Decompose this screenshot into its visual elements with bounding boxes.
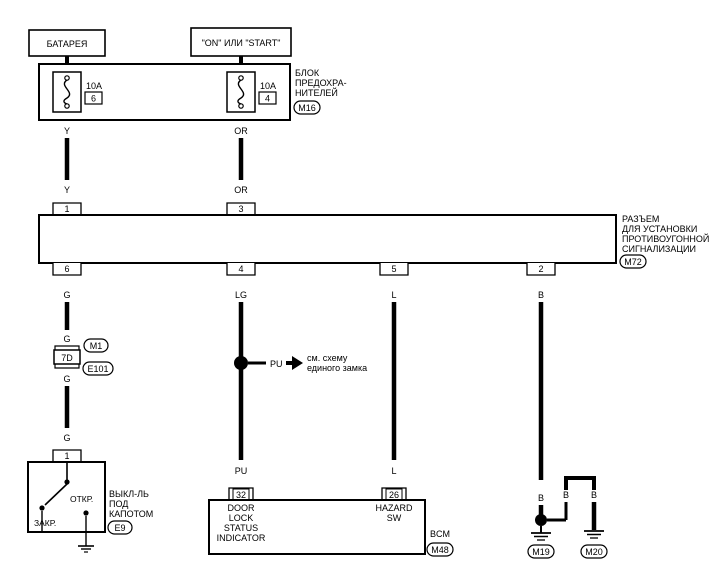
ground-icon (78, 532, 94, 553)
svg-text:M20: M20 (585, 547, 603, 557)
switch-closed-label: ЗАКР. (34, 518, 56, 528)
bcm-module: 32 26 DOOR LOCK STATUS INDICATOR HAZARD … (208, 487, 426, 555)
wire-color-label: Y (64, 126, 70, 136)
pin-label: 6 (64, 264, 69, 274)
fuse-4-number: 4 (265, 94, 270, 104)
alarm-connector-label-3: ПРОТИВОУГОННОЙ (622, 233, 709, 244)
ground-jumper-wire (564, 476, 596, 490)
svg-text:M16: M16 (298, 103, 316, 113)
fuse-block: 10A 6 10A 4 (38, 63, 291, 121)
arrow-right-icon (286, 356, 303, 370)
pin-label: 1 (64, 451, 69, 461)
ground-icon (531, 526, 551, 541)
svg-text:M19: M19 (532, 547, 550, 557)
wire-color-label: G (63, 374, 70, 384)
fuse-4-icon (226, 71, 256, 113)
alarm-connector-label-2: ДЛЯ УСТАНОВКИ (622, 224, 697, 234)
bcm-hazard-line-1: HAZARD (375, 503, 413, 513)
pin-label: 3 (238, 204, 243, 214)
wire-color-label: PU (235, 466, 248, 476)
wire-color-label: G (63, 290, 70, 300)
bcm-door-line-2: LOCK (229, 513, 254, 523)
pin-label: 2 (538, 264, 543, 274)
ignition-source: "ON" ИЛИ "START" (190, 27, 292, 57)
wire-color-label: OR (234, 185, 248, 195)
pin-label: 5 (391, 264, 396, 274)
bcm-pin-hazard: 26 (389, 490, 399, 500)
wire-color-label: Y (64, 185, 70, 195)
switch-arm (44, 483, 68, 506)
bcm-door-line-3: STATUS (224, 523, 258, 533)
wire-color-label: LG (235, 290, 247, 300)
splice-note-line-2: единого замка (307, 363, 367, 373)
bcm-pin-door: 32 (236, 490, 246, 500)
wire-color-label: B (563, 490, 569, 500)
wire-color-label: G (63, 433, 70, 443)
wire-color-label: B (538, 290, 544, 300)
connector-tag-m72: M72 (619, 254, 647, 269)
fuse-4-rating: 10A (260, 81, 276, 91)
wire-color-label: L (391, 466, 396, 476)
connector-tag-e101: E101 (82, 361, 114, 376)
bcm-door-line-4: INDICATOR (217, 533, 266, 543)
svg-text:7D: 7D (61, 353, 73, 363)
svg-text:M48: M48 (431, 545, 449, 555)
splice-wire-color: PU (270, 359, 283, 369)
wire-color-label: B (538, 493, 544, 503)
connector-tag-m48: M48 (426, 542, 454, 557)
connector-tag-m16: M16 (293, 100, 321, 115)
connector-tag-e9: E9 (107, 520, 133, 535)
fuse-block-label-1: БЛОК (295, 68, 320, 78)
pin-label: 4 (238, 264, 243, 274)
splice-point (234, 356, 248, 370)
switch-open-label: ОТКР. (70, 494, 93, 504)
wire-color-label: L (391, 290, 396, 300)
fuse-6-number: 6 (91, 94, 96, 104)
ground-icon (584, 530, 604, 539)
svg-text:E9: E9 (114, 523, 125, 533)
alarm-connector-block: 1 3 6 4 5 2 (38, 202, 617, 276)
hood-switch-label-3: КАПОТОМ (109, 509, 153, 519)
svg-text:E101: E101 (87, 364, 108, 374)
battery-label: БАТАРЕЯ (47, 39, 88, 49)
splice-note-line-1: см. схему (307, 353, 348, 363)
fuse-block-label-2: ПРЕДОХРА- (295, 78, 347, 88)
connector-tag-m20: M20 (580, 544, 608, 559)
hood-switch: 1 ОТКР. ЗАКР. (27, 449, 106, 533)
fuse-block-label-3: НИТЕЛЕЙ (295, 87, 338, 98)
alarm-connector-label-1: РАЗЪЕМ (622, 214, 659, 224)
connector-tag-m1: M1 (83, 338, 109, 353)
svg-text:M1: M1 (90, 341, 103, 351)
bcm-label: BCM (430, 529, 450, 539)
connector-tag-m19: M19 (527, 544, 555, 559)
battery-source: БАТАРЕЯ (28, 29, 106, 57)
ignition-label: "ON" ИЛИ "START" (202, 38, 281, 48)
wire-color-label: OR (234, 126, 248, 136)
wire-color-label: B (591, 490, 597, 500)
joint-connector-7d: 7D (53, 345, 81, 369)
pin-label: 1 (64, 204, 69, 214)
alarm-connector-label-4: СИГНАЛИЗАЦИИ (622, 244, 696, 254)
wire-color-label: G (63, 334, 70, 344)
bcm-door-line-1: DOOR (228, 503, 256, 513)
hood-switch-label-2: ПОД (109, 499, 128, 509)
ground-splice-point (535, 514, 547, 526)
svg-text:M72: M72 (624, 257, 642, 267)
fuse-6-rating: 10A (86, 81, 102, 91)
bcm-hazard-line-2: SW (387, 513, 402, 523)
fuse-6-icon (52, 71, 82, 113)
hood-switch-label-1: ВЫКЛ-ЛЬ (109, 489, 149, 499)
